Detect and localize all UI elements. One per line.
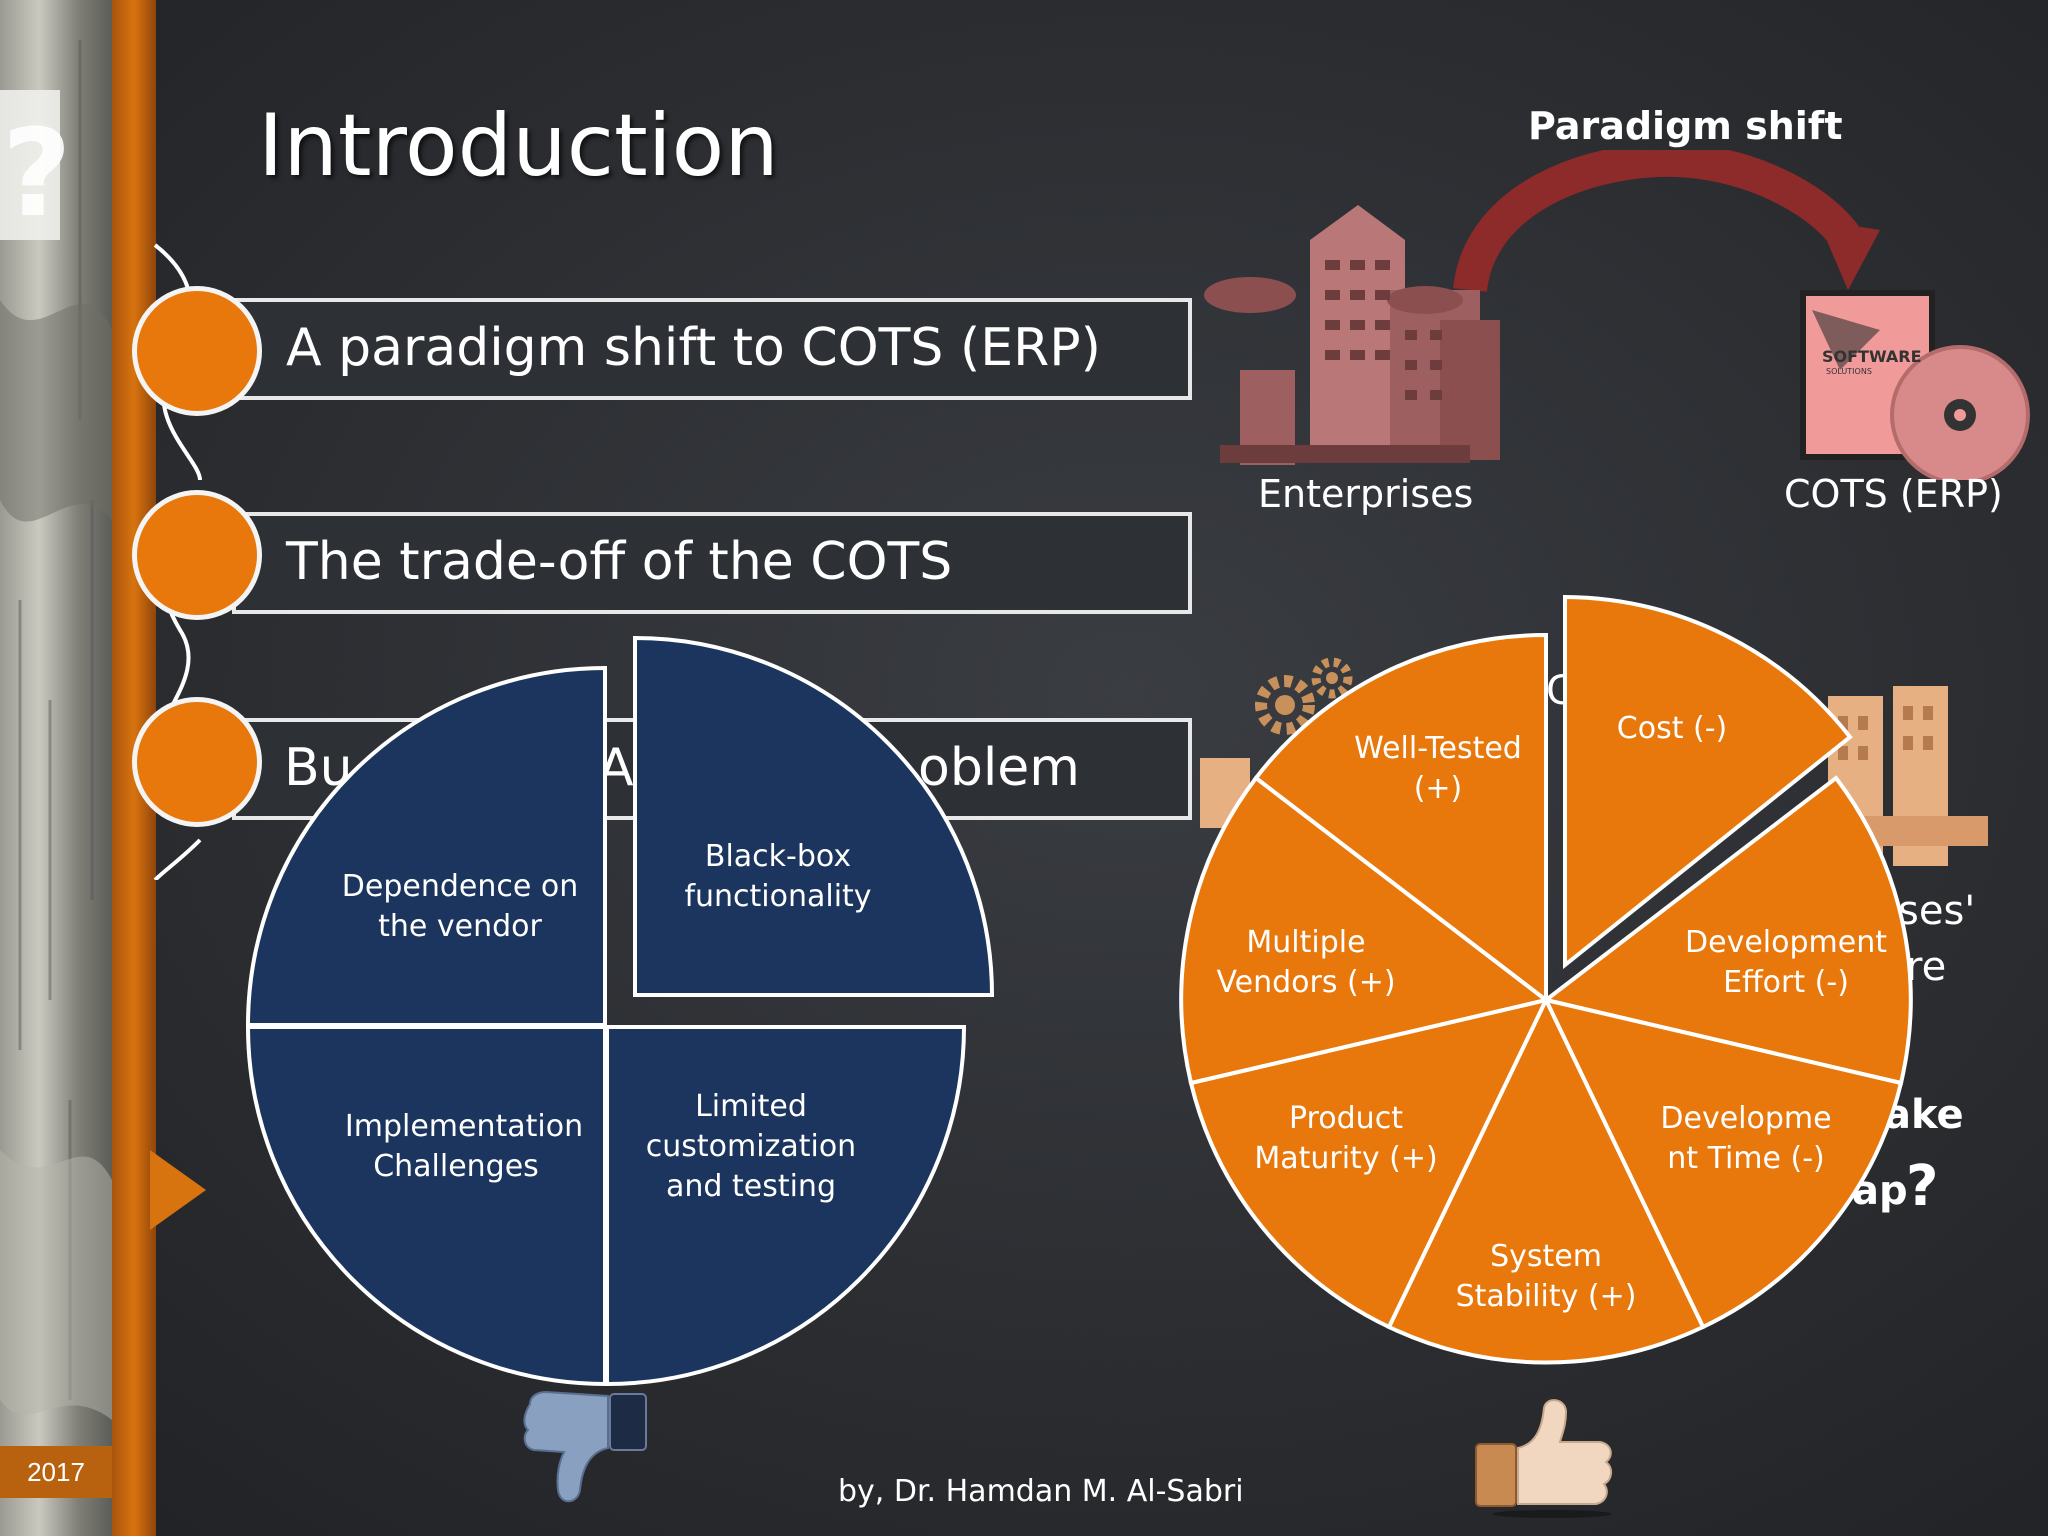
enterprises-label: Enterprises <box>1258 472 1474 516</box>
slice-label-stability-1: System <box>1490 1239 1602 1274</box>
slice-label-maturity-2: Maturity (+) <box>1254 1141 1437 1176</box>
partial-text-re: re <box>1906 944 1947 990</box>
newspaper-texture: ? <box>0 40 112 1420</box>
pie-slice-well-tested <box>1253 632 1548 1005</box>
svg-text:?: ? <box>2 105 72 244</box>
software-box-icon <box>1800 290 2030 480</box>
paradigm-arrow <box>1453 150 1862 293</box>
slice-label-dependence-2: the vendor <box>378 909 542 944</box>
slice-label-cost: Cost (-) <box>1617 711 1727 746</box>
slice-label-well-tested-1: Well-Tested <box>1354 731 1522 766</box>
slice-label-vendors-2: Vendors (+) <box>1216 965 1395 1000</box>
pie-slice-limited-customization <box>605 1025 967 1387</box>
slice-label-maturity-1: Product <box>1289 1101 1403 1136</box>
pie-slice-system-stability <box>1386 995 1706 1365</box>
list-bullet-circle-2 <box>132 490 262 620</box>
pie-slice-black-box <box>633 635 995 997</box>
list-item-text-2: The trade-off of the COTS <box>286 532 953 592</box>
buildings-icon <box>1204 205 1500 465</box>
orange-pointer <box>150 1150 206 1230</box>
paradigm-diagram: SOFTWARE SOLUTIONS <box>1204 150 2030 480</box>
list-item-text-3-end: oblem <box>918 738 1080 798</box>
list-item-text-1: A paradigm shift to COTS (ERP) <box>286 318 1101 378</box>
slice-label-black-box-1: Black-box <box>705 839 851 874</box>
pie-slice-dependence <box>245 665 607 1027</box>
advantages-pie: Cost (-) Development Effort (-) Developm… <box>1179 594 1913 1365</box>
list-item-box-1 <box>232 298 1192 400</box>
thumbs-down-icon <box>523 1390 647 1503</box>
list-item-box-2 <box>232 512 1192 614</box>
list-bullet-circle-1 <box>132 286 262 416</box>
slice-label-limited-2: customization <box>646 1129 856 1164</box>
slice-label-implementation-1: Implementation <box>345 1109 583 1144</box>
pie-slice-multiple-vendors <box>1179 775 1551 1086</box>
pie-slice-cost <box>1563 594 1853 970</box>
slice-label-stability-2: Stability (+) <box>1456 1279 1637 1314</box>
slice-label-limited-1: Limited <box>695 1089 807 1124</box>
author-footer: by, Dr. Hamdan M. Al-Sabri <box>838 1474 1244 1509</box>
pie-slice-development-effort <box>1541 775 1913 1086</box>
slice-label-dev-effort-2: Effort (-) <box>1723 965 1849 1000</box>
partial-text-ses: ses' <box>1898 888 1976 934</box>
gears-icon <box>1255 657 1353 735</box>
cots-erp-label: COTS (ERP) <box>1784 472 2003 516</box>
disadvantages-pie: Dependence on the vendor Black-box funct… <box>245 635 995 1387</box>
software-box-brand: SOFTWARE <box>1822 347 1922 366</box>
slice-label-limited-3: and testing <box>666 1169 836 1204</box>
left-decorative-strip: ? <box>0 0 112 1536</box>
year-label: 2017 <box>0 1446 112 1498</box>
slice-label-well-tested-2: (+) <box>1414 771 1463 806</box>
software-box-brand-sub: SOLUTIONS <box>1826 367 1872 376</box>
slice-label-dev-effort-1: Development <box>1685 925 1887 960</box>
thumbs-up-icon <box>1475 1399 1612 1518</box>
partial-question-mark: ? <box>1906 1154 1939 1219</box>
pie-slice-product-maturity <box>1188 997 1550 1330</box>
paradigm-shift-label: Paradigm shift <box>1528 104 1843 148</box>
pie-slice-implementation <box>245 1025 607 1387</box>
slice-label-implementation-2: Challenges <box>373 1149 539 1184</box>
page-title: Introduction <box>258 96 779 196</box>
pie-slice-development-time <box>1542 997 1904 1330</box>
slice-label-dependence-1: Dependence on <box>342 869 578 904</box>
slice-label-black-box-2: functionality <box>684 879 871 914</box>
slice-label-dev-time-1: Developme <box>1660 1101 1831 1136</box>
slice-label-vendors-1: Multiple <box>1246 925 1365 960</box>
slice-label-dev-time-2: nt Time (-) <box>1667 1141 1825 1176</box>
list-bullet-circle-3 <box>132 697 262 827</box>
